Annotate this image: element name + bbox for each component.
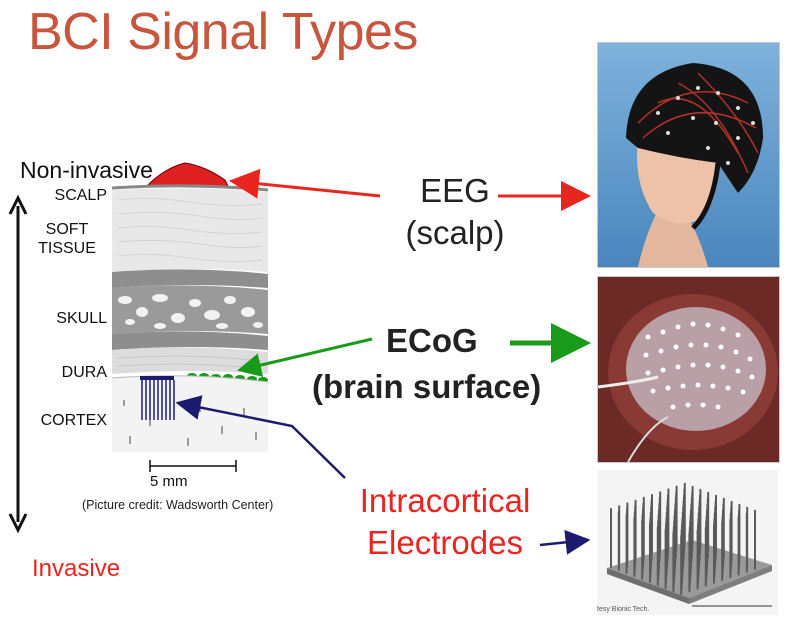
microelectrode-array-photo [597,470,778,615]
intracortical-arrow-to-cortex [175,395,346,479]
ecog-arrow-to-dura [237,337,373,377]
eeg-electrode [147,162,229,187]
eeg-name: EEG [420,172,490,209]
intracortical-arrow-to-photo [539,529,591,555]
tissue-cross-section [111,162,269,472]
ecog-grid-photo [597,276,780,463]
ecog-name: ECoG [386,322,478,359]
eeg-arrow-to-scalp [229,168,381,199]
intracortical-label: Intracortical Electrodes [340,480,550,564]
eeg-label: EEG (scalp) [388,170,522,254]
eeg-cap-photo [597,42,780,268]
layer-label-skull: SKULL [56,310,107,327]
layer-label-scalp: SCALP [54,187,107,204]
ecog-location: (brain surface) [312,368,542,405]
intracortical-line1: Intracortical [359,482,531,519]
eeg-location: (scalp) [405,214,505,251]
intracortical-array [140,376,175,420]
layer-label-dura: DURA [61,364,107,381]
invasive-label: Invasive [32,555,121,582]
invasiveness-axis-arrow [8,194,28,534]
scale-bar [149,460,237,472]
layer-label-cortex: CORTEX [40,412,107,429]
non-invasive-label: Non-invasive [20,157,153,183]
layer-label-soft-tissue: SOFT TISSUE [38,221,96,257]
array-photo-credit: tesy Bionic Tech. [597,606,650,613]
page-title: BCI Signal Types [28,3,418,61]
picture-credit: (Picture credit: Wadsworth Center) [82,498,274,512]
scale-bar-label: 5 mm [150,473,188,490]
intracortical-line2: Electrodes [367,524,523,561]
